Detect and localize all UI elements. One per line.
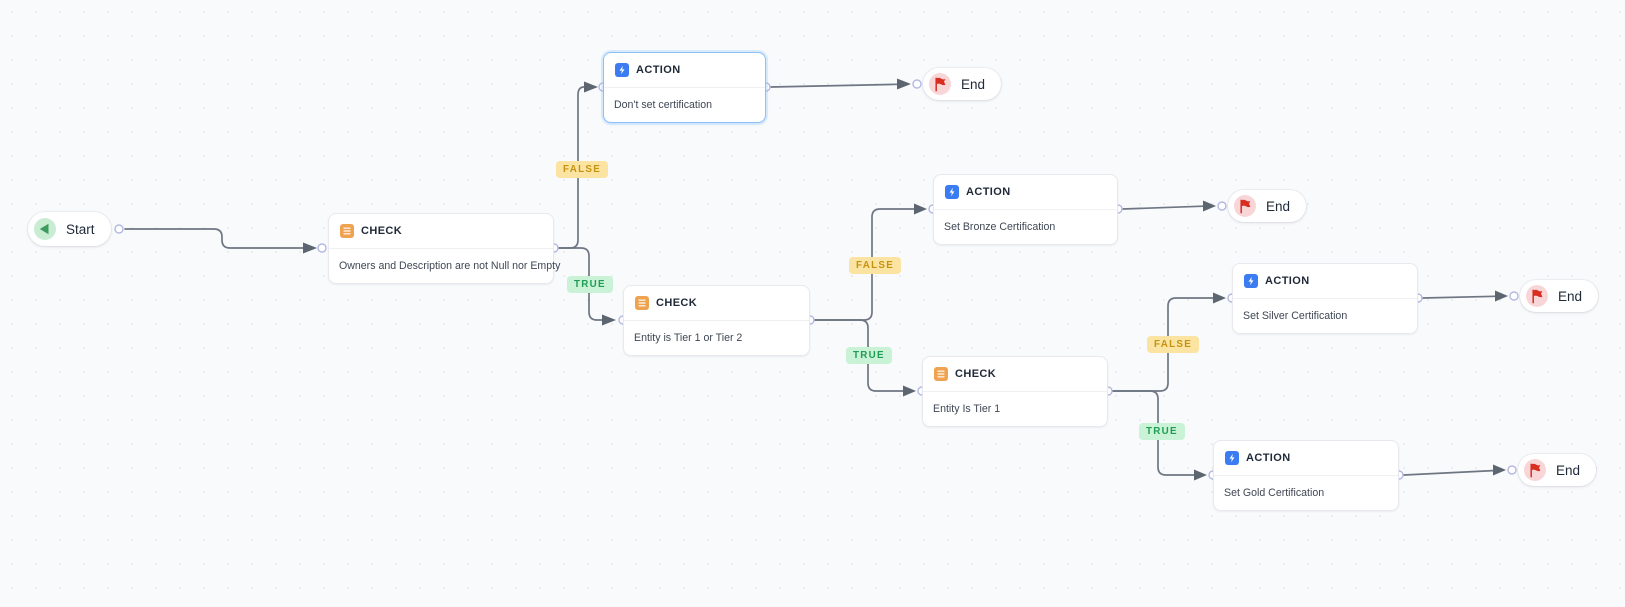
end-node-silver[interactable]: End [1520,280,1599,312]
check-node-owners-description[interactable]: CHECK Owners and Description are not Nul… [328,213,561,284]
node-type-label: ACTION [636,64,681,76]
node-type-label: CHECK [656,297,698,309]
node-header: CHECK [329,214,553,249]
node-header: ACTION [1214,441,1398,476]
port-end-silver-in[interactable] [1509,291,1519,301]
node-header: ACTION [934,175,1117,210]
end-node-top[interactable]: End [923,68,1002,100]
end-node-label: End [961,76,986,92]
node-header: ACTION [1233,264,1417,299]
end-node-label: End [1266,198,1291,214]
node-type-label: ACTION [1246,452,1291,464]
flag-icon [1524,459,1546,481]
arrowhead [897,78,911,90]
port-end-top-in[interactable] [912,79,922,89]
node-type-label: CHECK [955,368,997,380]
node-description: Entity Is Tier 1 [933,403,1001,415]
flag-icon [929,73,951,95]
port-end-bronze-in[interactable] [1217,201,1227,211]
end-node-label: End [1556,462,1581,478]
action-node-set-bronze[interactable]: ACTION Set Bronze Certification [933,174,1118,245]
node-description: Set Bronze Certification [944,221,1056,233]
node-header: CHECK [624,286,809,321]
port-check-owners-in[interactable] [317,243,327,253]
edge-label-true-2: TRUE [846,347,892,364]
node-type-label: ACTION [1265,275,1310,287]
edge-label-true-3: TRUE [1139,423,1185,440]
action-node-set-silver[interactable]: ACTION Set Silver Certification [1232,263,1418,334]
action-icon [945,185,959,199]
edge-label-false-2: FALSE [849,257,902,274]
arrowhead [1194,469,1207,481]
arrowhead [1213,292,1226,304]
check-node-tier1[interactable]: CHECK Entity Is Tier 1 [922,356,1108,427]
node-description: Set Silver Certification [1243,310,1348,322]
arrowhead [1203,200,1216,212]
start-node[interactable]: Start [28,212,111,246]
action-icon [1225,451,1239,465]
port-end-gold-in[interactable] [1507,465,1517,475]
arrowhead [914,203,927,215]
end-node-label: End [1558,288,1583,304]
edge-action-silver-to-end [1422,290,1508,302]
start-node-label: Start [66,221,95,237]
check-icon [340,224,354,238]
check-icon [934,367,948,381]
edge-start-to-check-owners [124,228,317,254]
arrowhead [602,314,616,326]
arrowhead [303,242,317,254]
action-node-set-gold[interactable]: ACTION Set Gold Certification [1213,440,1399,511]
arrowhead [584,81,598,93]
check-icon [635,296,649,310]
flag-icon [1234,195,1256,217]
port-start-out[interactable] [114,224,124,234]
action-icon [1244,274,1258,288]
arrowhead [903,385,916,397]
arrowhead [1493,464,1506,476]
edge-label-false-3: FALSE [1147,336,1200,353]
edge-action-gold-to-end [1403,464,1506,476]
action-node-dont-set-certification[interactable]: ACTION Don't set certification [603,52,766,123]
edge-label-false-1: FALSE [556,161,609,178]
node-description: Don't set certification [614,99,712,111]
edge-action-bronze-to-end [1122,200,1216,212]
node-header: ACTION [604,53,765,88]
end-node-bronze[interactable]: End [1228,190,1307,222]
arrowhead [1495,290,1508,302]
flag-icon [1526,285,1548,307]
edge-action-dont-set-to-end [770,78,911,90]
node-description: Owners and Description are not Null nor … [339,260,561,272]
node-type-label: ACTION [966,186,1011,198]
node-header: CHECK [923,357,1107,392]
node-type-label: CHECK [361,225,403,237]
action-icon [615,63,629,77]
node-description: Set Gold Certification [1224,487,1325,499]
node-description: Entity is Tier 1 or Tier 2 [634,332,743,344]
edge-label-true-1: TRUE [567,276,613,293]
check-node-tier1-or-tier2[interactable]: CHECK Entity is Tier 1 or Tier 2 [623,285,810,356]
play-icon [34,218,56,240]
end-node-gold[interactable]: End [1518,454,1597,486]
